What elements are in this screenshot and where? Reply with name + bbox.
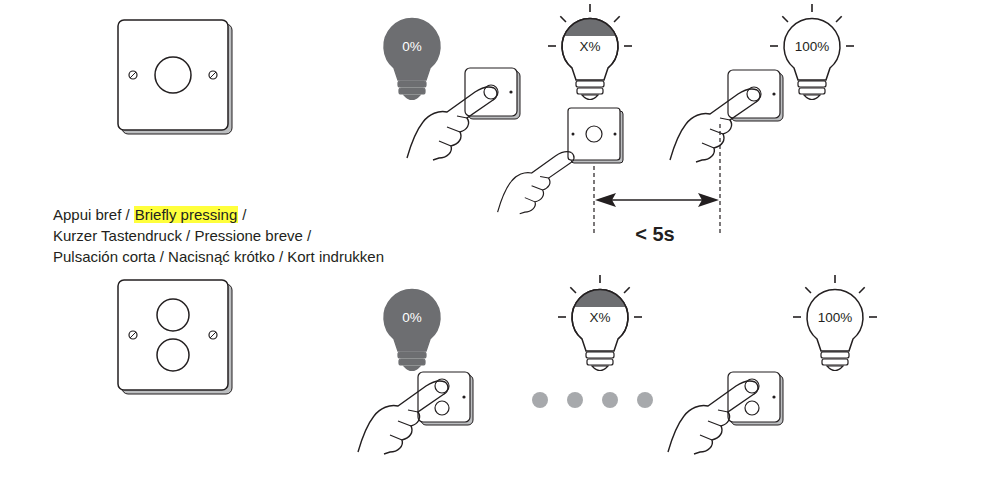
label-line: Appui bref /Briefly pressing/ <box>53 205 250 224</box>
label-line: Kurzer Tastendruck / Pressione breve / <box>53 226 315 245</box>
hand <box>670 89 760 162</box>
brightness-level: X% <box>555 37 625 57</box>
switch <box>418 372 473 425</box>
bulb-outline <box>565 285 635 385</box>
brightness-level: 0% <box>377 37 447 57</box>
time-limit: < 5s <box>635 223 674 245</box>
label-line: < 5s <box>635 222 678 246</box>
progress-dots <box>532 392 653 408</box>
brightness-level: 100% <box>800 308 870 328</box>
bulb-outline <box>555 14 625 114</box>
light-bulb: X% <box>565 285 635 385</box>
double-switch-plate <box>118 280 232 394</box>
bulb-outline <box>377 14 447 114</box>
instruction-text: / <box>242 206 246 223</box>
switch <box>728 372 783 425</box>
hand <box>498 152 574 214</box>
timing-dimension <box>594 124 720 234</box>
light-bulb: X% <box>555 14 625 114</box>
brightness-level: 0% <box>377 308 447 328</box>
instruction-text: Briefly pressing <box>134 206 239 223</box>
light-bulb: 100% <box>777 14 847 114</box>
instruction-text: Pulsación corta / Nacisnąć krótko / Kort… <box>53 248 384 265</box>
bulb-outline <box>800 285 870 385</box>
brightness-level: 100% <box>777 37 847 57</box>
label-line: Pulsación corta / Nacisnąć krótko / Kort… <box>53 247 388 266</box>
bulb-outline <box>777 14 847 114</box>
single-switch-plate <box>118 20 232 134</box>
light-bulb: 0% <box>377 14 447 114</box>
instruction-text: Appui bref / <box>53 206 130 223</box>
hand <box>407 87 497 160</box>
hand <box>668 381 758 454</box>
light-bulb: 0% <box>377 285 447 385</box>
brightness-level: X% <box>565 308 635 328</box>
bulb-outline <box>377 285 447 385</box>
small-switch-plate <box>568 108 623 163</box>
instruction-text: Kurzer Tastendruck / Pressione breve / <box>53 227 311 244</box>
hand <box>358 381 448 454</box>
light-bulb: 100% <box>800 285 870 385</box>
